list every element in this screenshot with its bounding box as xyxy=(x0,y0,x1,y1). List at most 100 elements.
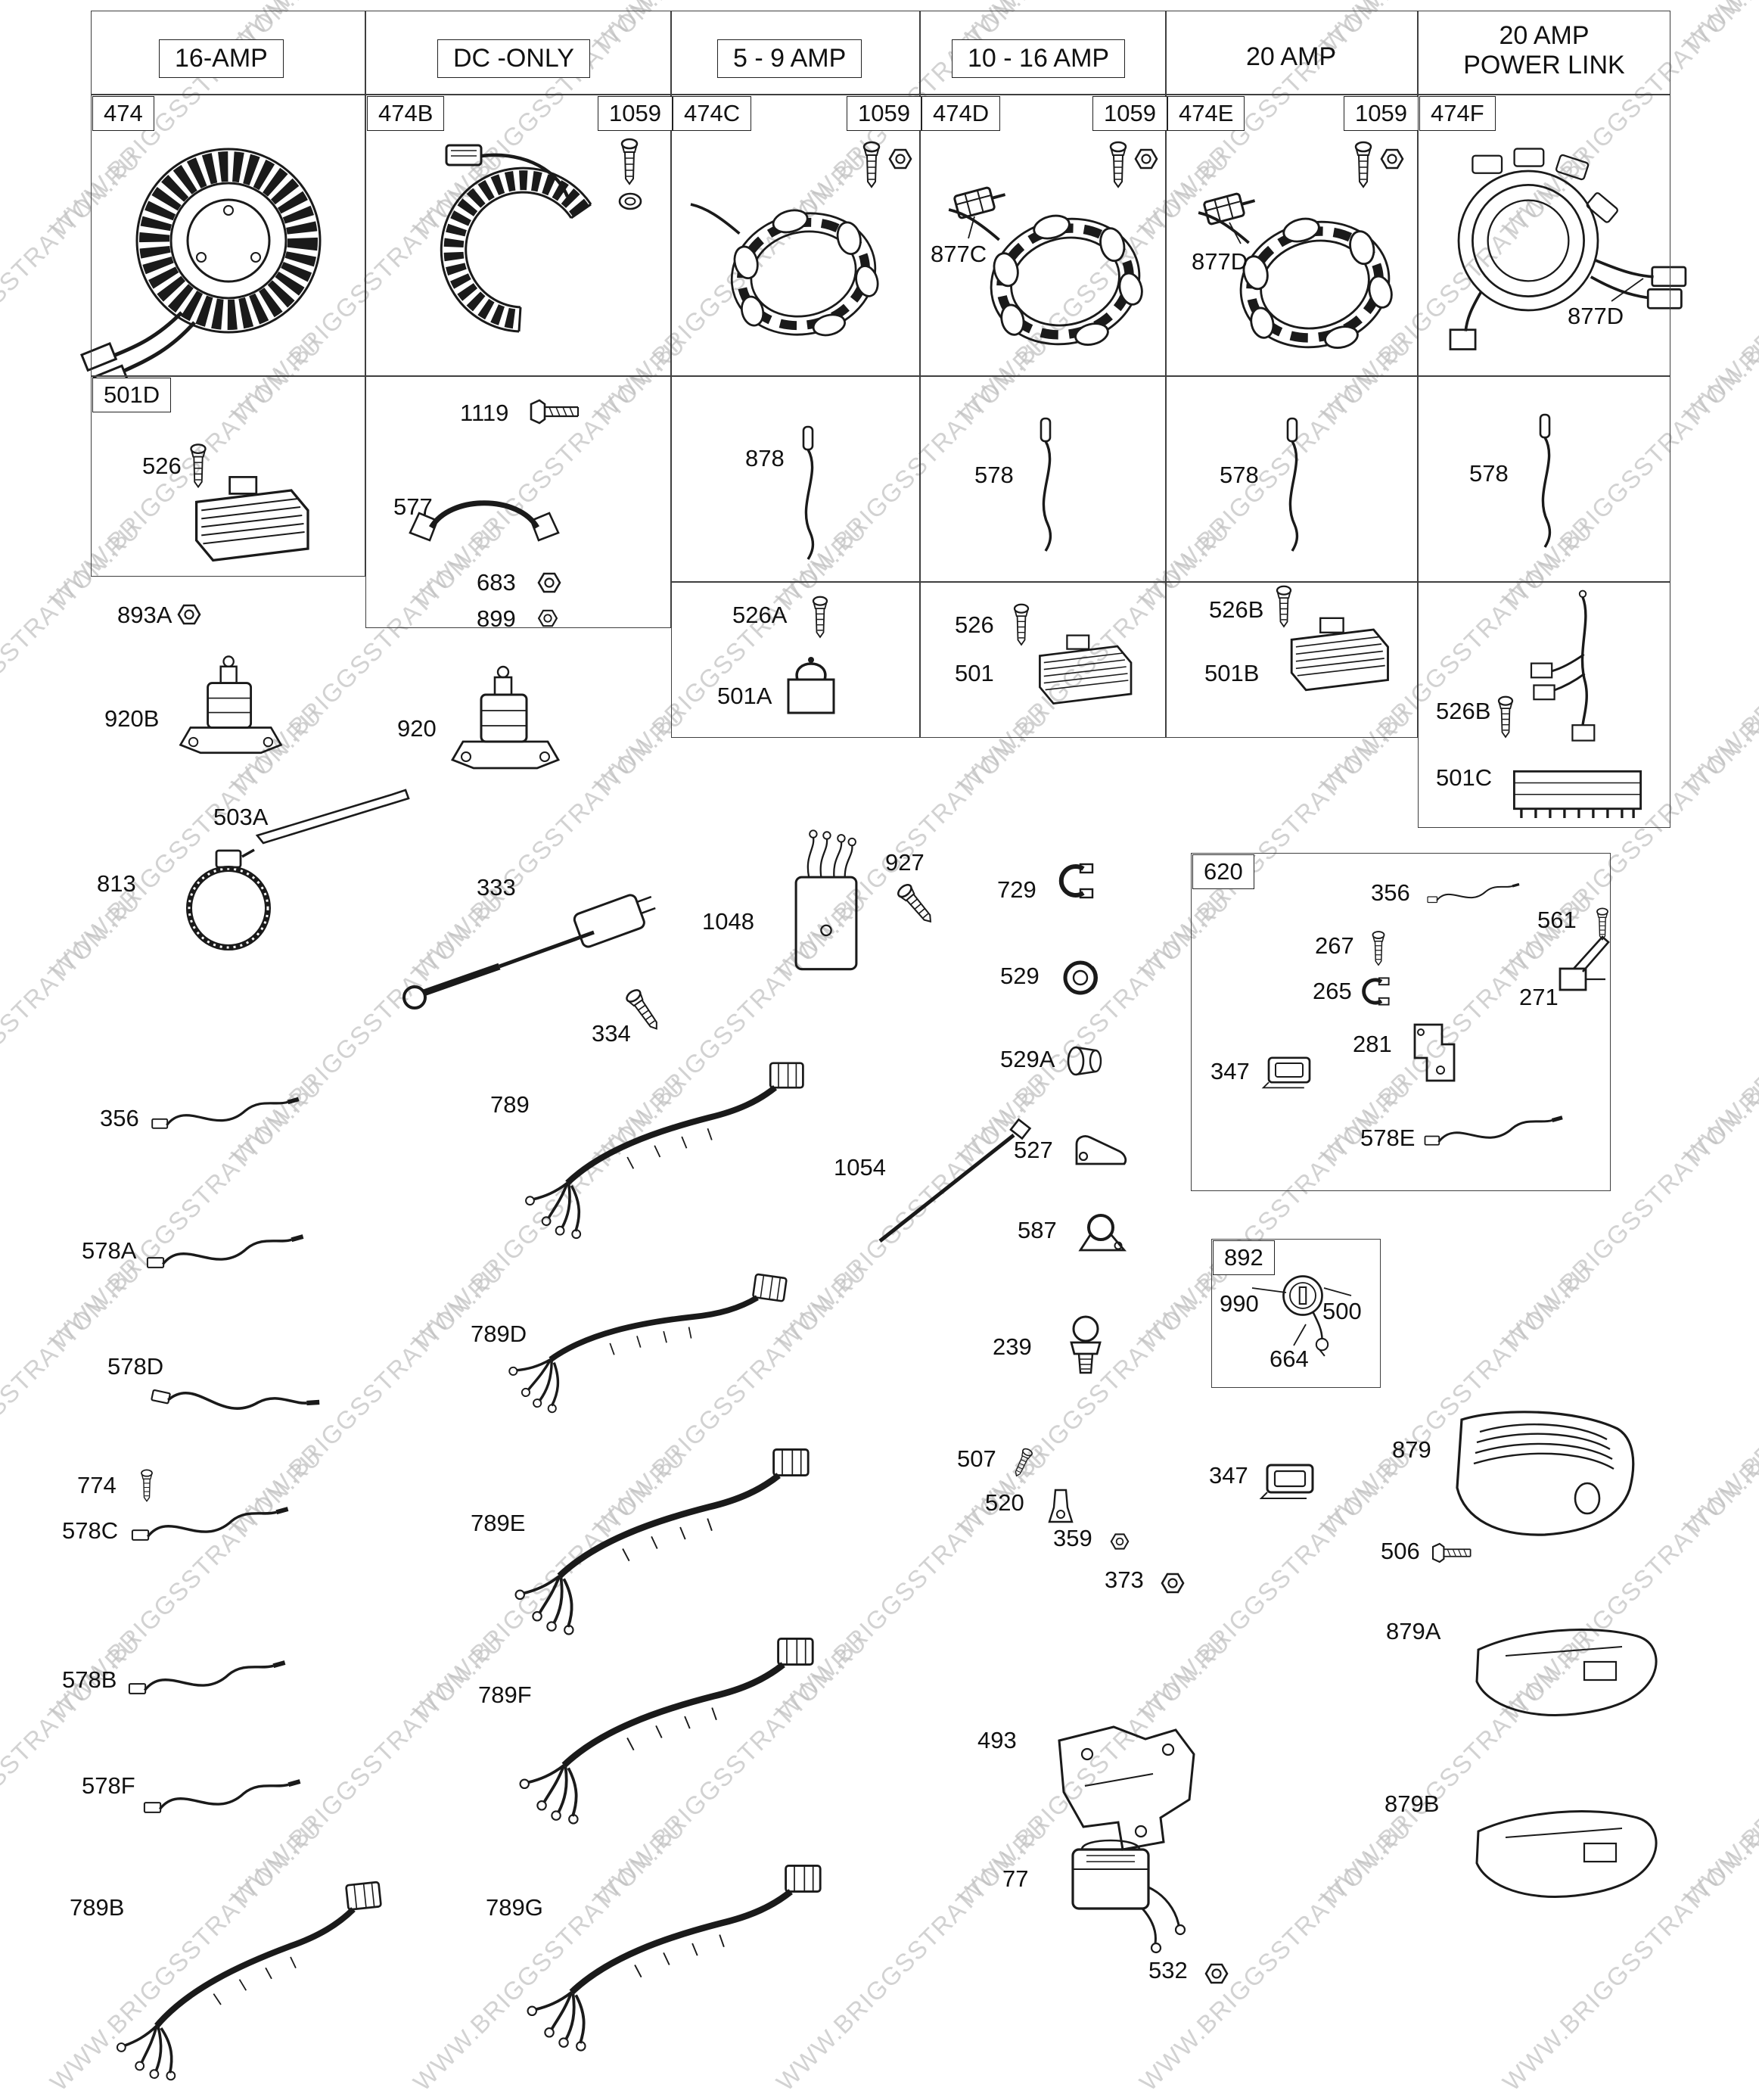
part-label-789E: 789E xyxy=(471,1510,526,1536)
clamp-587-illustration xyxy=(1079,1214,1126,1252)
watermark-text: WWW.BRIGGSSTRATTON.RU xyxy=(45,1813,328,2096)
part-label-527: 527 xyxy=(1014,1137,1053,1163)
part-label-578E: 578E xyxy=(1360,1125,1416,1151)
part-label-526-16amp: 526 xyxy=(142,453,182,479)
grid-cell-col6-alternator xyxy=(1418,95,1670,376)
cover-879-illustration xyxy=(1456,1411,1635,1536)
part-label-920: 920 xyxy=(397,715,437,742)
part-label-356: 356 xyxy=(100,1105,139,1131)
part-label-503A: 503A xyxy=(213,804,269,830)
part-tag-1059-10-16: 1059 xyxy=(1092,96,1167,131)
grid-cell-col5-probe xyxy=(1166,376,1418,582)
part-label-587: 587 xyxy=(1018,1217,1057,1243)
part-label-879: 879 xyxy=(1392,1436,1431,1463)
part-label-1054: 1054 xyxy=(834,1154,886,1181)
grid-cell-col3-regulator xyxy=(671,582,920,738)
part-label-578-c5: 578 xyxy=(1220,462,1259,488)
cable-tie-1054-illustration xyxy=(880,1119,1030,1241)
wire-578F-illustration xyxy=(145,1781,300,1812)
part-label-789F: 789F xyxy=(478,1682,532,1708)
part-label-526-c4: 526 xyxy=(955,611,994,638)
oil-switch-239-illustration xyxy=(1070,1315,1102,1374)
grid-cell-col5-alternator xyxy=(1166,95,1418,376)
grid-cell-col5-regulator xyxy=(1166,582,1418,738)
part-label-578D: 578D xyxy=(107,1353,164,1380)
nut-373-illustration xyxy=(1161,1573,1185,1594)
part-label-990: 990 xyxy=(1220,1290,1259,1317)
column-header-powerlink-line2: POWER LINK xyxy=(1463,51,1625,80)
grid-cell-col6-header xyxy=(1418,11,1670,95)
part-tag-474D: 474D xyxy=(921,96,1001,131)
part-tag-892: 892 xyxy=(1213,1240,1275,1275)
part-label-520: 520 xyxy=(985,1489,1024,1516)
part-label-577: 577 xyxy=(393,493,433,520)
clamp-813-illustration xyxy=(189,850,268,947)
grid-cell-col6-probe xyxy=(1418,376,1670,582)
grid-cell-col2-header xyxy=(365,11,671,95)
part-label-500: 500 xyxy=(1322,1298,1362,1324)
part-label-501B: 501B xyxy=(1204,660,1260,686)
part-label-526A: 526A xyxy=(732,602,788,628)
part-label-879B: 879B xyxy=(1385,1790,1440,1817)
part-label-532: 532 xyxy=(1148,1957,1188,1983)
part-tag-474: 474 xyxy=(92,96,154,131)
part-label-878: 878 xyxy=(745,445,785,471)
part-label-729: 729 xyxy=(997,876,1036,903)
part-label-281: 281 xyxy=(1353,1031,1392,1057)
part-label-526B-c5: 526B xyxy=(1209,596,1264,623)
solenoid-920B-illustration xyxy=(179,655,282,754)
group-box-892 xyxy=(1211,1239,1381,1388)
clamp-527-illustration xyxy=(1075,1135,1127,1165)
part-label-347: 347 xyxy=(1209,1462,1248,1489)
grid-cell-col2-hardware xyxy=(365,376,671,628)
part-label-356-620: 356 xyxy=(1371,879,1410,906)
part-label-359: 359 xyxy=(1053,1525,1092,1551)
part-label-927: 927 xyxy=(885,849,925,876)
part-label-1048: 1048 xyxy=(702,908,754,935)
part-label-899: 899 xyxy=(477,605,516,632)
part-label-561: 561 xyxy=(1537,907,1577,933)
nut-893A-illustration xyxy=(177,604,201,625)
grid-cell-col3-header xyxy=(671,11,920,95)
nut-359-illustration xyxy=(1110,1533,1130,1550)
screw-506-illustration xyxy=(1431,1542,1472,1563)
part-label-774: 774 xyxy=(77,1472,117,1498)
nut-532-illustration xyxy=(1204,1963,1229,1984)
grid-cell-col5-header xyxy=(1166,11,1418,95)
part-label-333: 333 xyxy=(477,874,516,901)
part-label-789D: 789D xyxy=(471,1321,527,1347)
part-label-683: 683 xyxy=(477,569,516,596)
part-label-334: 334 xyxy=(592,1020,631,1047)
grid-cell-col3-alternator xyxy=(671,95,920,376)
part-tag-474F: 474F xyxy=(1419,96,1496,131)
part-tag-1059-dc: 1059 xyxy=(598,96,673,131)
part-label-920B: 920B xyxy=(104,705,160,732)
part-label-529A: 529A xyxy=(1000,1046,1055,1072)
part-label-347-620: 347 xyxy=(1210,1058,1250,1084)
part-label-373: 373 xyxy=(1105,1566,1144,1593)
part-label-879A: 879A xyxy=(1386,1618,1441,1644)
watermark-text: WWW.BRIGGSSTRATTON.RU xyxy=(1497,1813,1759,2096)
part-label-77: 77 xyxy=(1002,1865,1029,1892)
part-label-265: 265 xyxy=(1313,978,1352,1004)
grid-cell-col6-regulator xyxy=(1418,582,1670,828)
part-label-501C: 501C xyxy=(1436,764,1493,791)
grommet-529-illustration xyxy=(1065,963,1097,993)
relay-77-illustration xyxy=(1071,1839,1186,1954)
solenoid-920-illustration xyxy=(451,665,560,770)
part-label-578F: 578F xyxy=(82,1772,135,1799)
part-label-271: 271 xyxy=(1519,984,1559,1010)
part-label-267: 267 xyxy=(1315,932,1354,959)
part-label-664: 664 xyxy=(1270,1346,1309,1372)
grid-cell-col4-alternator xyxy=(920,95,1166,376)
grid-cell-col1-alternator xyxy=(91,95,365,376)
part-label-501: 501 xyxy=(955,660,994,686)
part-label-578A: 578A xyxy=(82,1237,137,1264)
grid-cell-col3-probe xyxy=(671,376,920,582)
clip-729-illustration xyxy=(1061,864,1092,898)
part-label-877D-20amp: 877D xyxy=(1192,248,1248,275)
part-label-877D-powerlink: 877D xyxy=(1568,303,1624,329)
part-tag-620: 620 xyxy=(1192,854,1254,889)
